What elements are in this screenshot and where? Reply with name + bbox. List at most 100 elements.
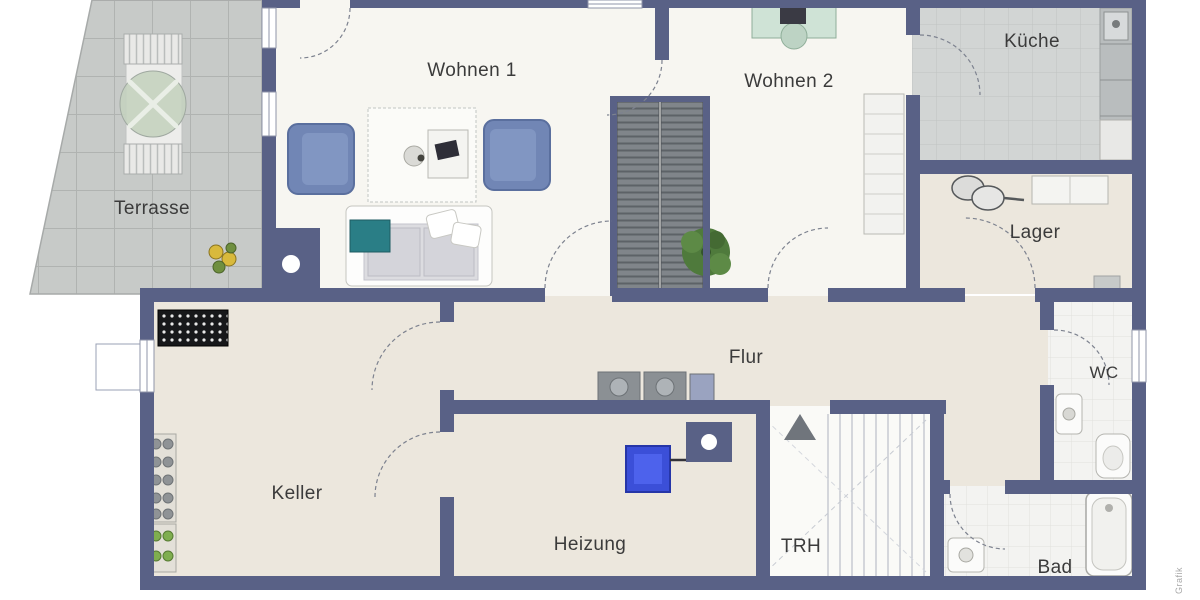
door-arc-keller-heizung — [374, 431, 441, 498]
chimney-flue-1 — [282, 255, 300, 273]
wall-wc-left-a — [1040, 302, 1054, 330]
wall-flur-heizung-b — [830, 400, 946, 414]
direction-arrow — [784, 414, 816, 440]
laptop — [434, 139, 460, 161]
watermark-text: Grafik — [1174, 566, 1184, 594]
window-keller — [95, 339, 155, 393]
wall-kueche-left-a — [906, 0, 920, 35]
shelf-white — [863, 93, 905, 235]
bad-sink-basin — [958, 547, 974, 563]
coffee-table-teal — [349, 219, 391, 253]
wall-bottom — [140, 576, 1146, 590]
wall-mid-c — [828, 288, 965, 302]
wall-keller-right-a — [440, 288, 454, 322]
room-label-kueche: Küche — [1004, 31, 1060, 52]
room-label-flur: Flur — [728, 347, 764, 368]
shelf-small — [689, 373, 715, 403]
boiler-panel — [634, 454, 662, 484]
walls — [140, 0, 1146, 590]
kitchen-counter-units — [1100, 43, 1132, 117]
sunflowers — [208, 242, 237, 274]
wall-top-a — [262, 0, 300, 8]
wall-bad-top-a — [944, 480, 950, 494]
stair-guide-2 — [765, 419, 927, 573]
room-label-heizung: Heizung — [553, 534, 627, 555]
wall-wardrobe-right — [703, 96, 710, 296]
terrace-table-cross — [127, 79, 179, 129]
desk-green-laptop — [780, 8, 806, 24]
window-left-1 — [261, 7, 277, 49]
wall-top-b — [350, 0, 588, 8]
wall-kueche-left-b — [906, 95, 920, 302]
wc-toilet-bowl — [1102, 445, 1124, 471]
flur-appliances — [597, 371, 715, 403]
wall-top-c — [642, 0, 1140, 8]
lager-furniture — [951, 175, 1121, 295]
room-label-trh: TRH — [780, 536, 822, 557]
wall-divider-wohnen — [655, 0, 669, 60]
terrace-chair-top — [123, 33, 183, 65]
wc-fixtures — [1055, 393, 1131, 479]
room-label-keller: Keller — [271, 483, 323, 504]
wall-mid-b — [612, 288, 768, 302]
terrace-furniture — [119, 33, 237, 274]
wall-trh-right — [930, 400, 944, 590]
door-arc-wohnen1-entry — [299, 7, 351, 59]
stair-treads — [827, 414, 925, 576]
wall-keller-right-c — [440, 497, 454, 590]
room-label-wc: WC — [1089, 363, 1119, 382]
trh-stairs — [765, 414, 927, 576]
wall-flur-heizung-a — [454, 400, 770, 414]
room-label-bad: Bad — [1037, 557, 1073, 578]
wc-sink-basin — [1062, 407, 1076, 421]
armchair-left — [287, 123, 355, 195]
room-label-lager: Lager — [1009, 222, 1061, 243]
door-arc-wohnen1-wohnen2 — [606, 59, 663, 116]
door-swings — [299, 7, 1110, 550]
washer-1-door — [609, 377, 629, 397]
door-arc-keller-flur — [371, 321, 441, 391]
bathtub-drain — [1105, 504, 1113, 512]
chimney-flue-2 — [701, 434, 717, 450]
bathtub-inner — [1091, 497, 1127, 571]
kueche-furniture — [1099, 7, 1133, 161]
door-arc-wc — [1053, 329, 1110, 386]
wall-trh-left — [756, 400, 770, 590]
wall-mid-a — [140, 288, 545, 302]
corridor-floor — [944, 296, 1048, 486]
heizung-furniture — [625, 445, 690, 493]
racket-2 — [971, 185, 1005, 211]
racket-2-handle — [1003, 196, 1025, 202]
armchair-right — [483, 119, 551, 191]
desk-chair — [403, 145, 425, 167]
desk-green-chair — [780, 22, 808, 50]
room-label-terrasse: Terrasse — [113, 198, 191, 219]
desk-item — [417, 154, 425, 162]
shelf-black — [157, 309, 229, 347]
terrace-chair-bottom — [123, 143, 183, 175]
wall-left-lower — [140, 288, 154, 590]
wall-mid-d — [1035, 288, 1146, 302]
wall-kueche-bottom — [906, 160, 1146, 174]
wall-keller-right-b — [440, 390, 454, 432]
door-arc-wohnen1-flur — [544, 220, 613, 289]
window-left-2 — [261, 91, 277, 137]
wardrobe-left — [616, 101, 660, 297]
window-top — [587, 0, 643, 9]
wall-right — [1132, 0, 1146, 590]
windows — [95, 0, 1147, 393]
room-label-wohnen1: Wohnen 1 — [427, 60, 517, 81]
window-wc — [1131, 329, 1147, 383]
wohnen2-furniture — [616, 0, 905, 297]
kitchen-fridge — [1099, 119, 1133, 161]
door-arc-bad — [949, 493, 1006, 550]
washer-2-door — [655, 377, 675, 397]
wall-wc-left-b — [1040, 385, 1054, 480]
room-label-wohnen2: Wohnen 2 — [744, 71, 834, 92]
kitchen-sink-drain — [1112, 20, 1120, 28]
wall-wardrobe-cap — [610, 96, 710, 102]
wohnen1-furniture — [287, 107, 551, 287]
wall-bad-top-b — [1005, 480, 1146, 494]
